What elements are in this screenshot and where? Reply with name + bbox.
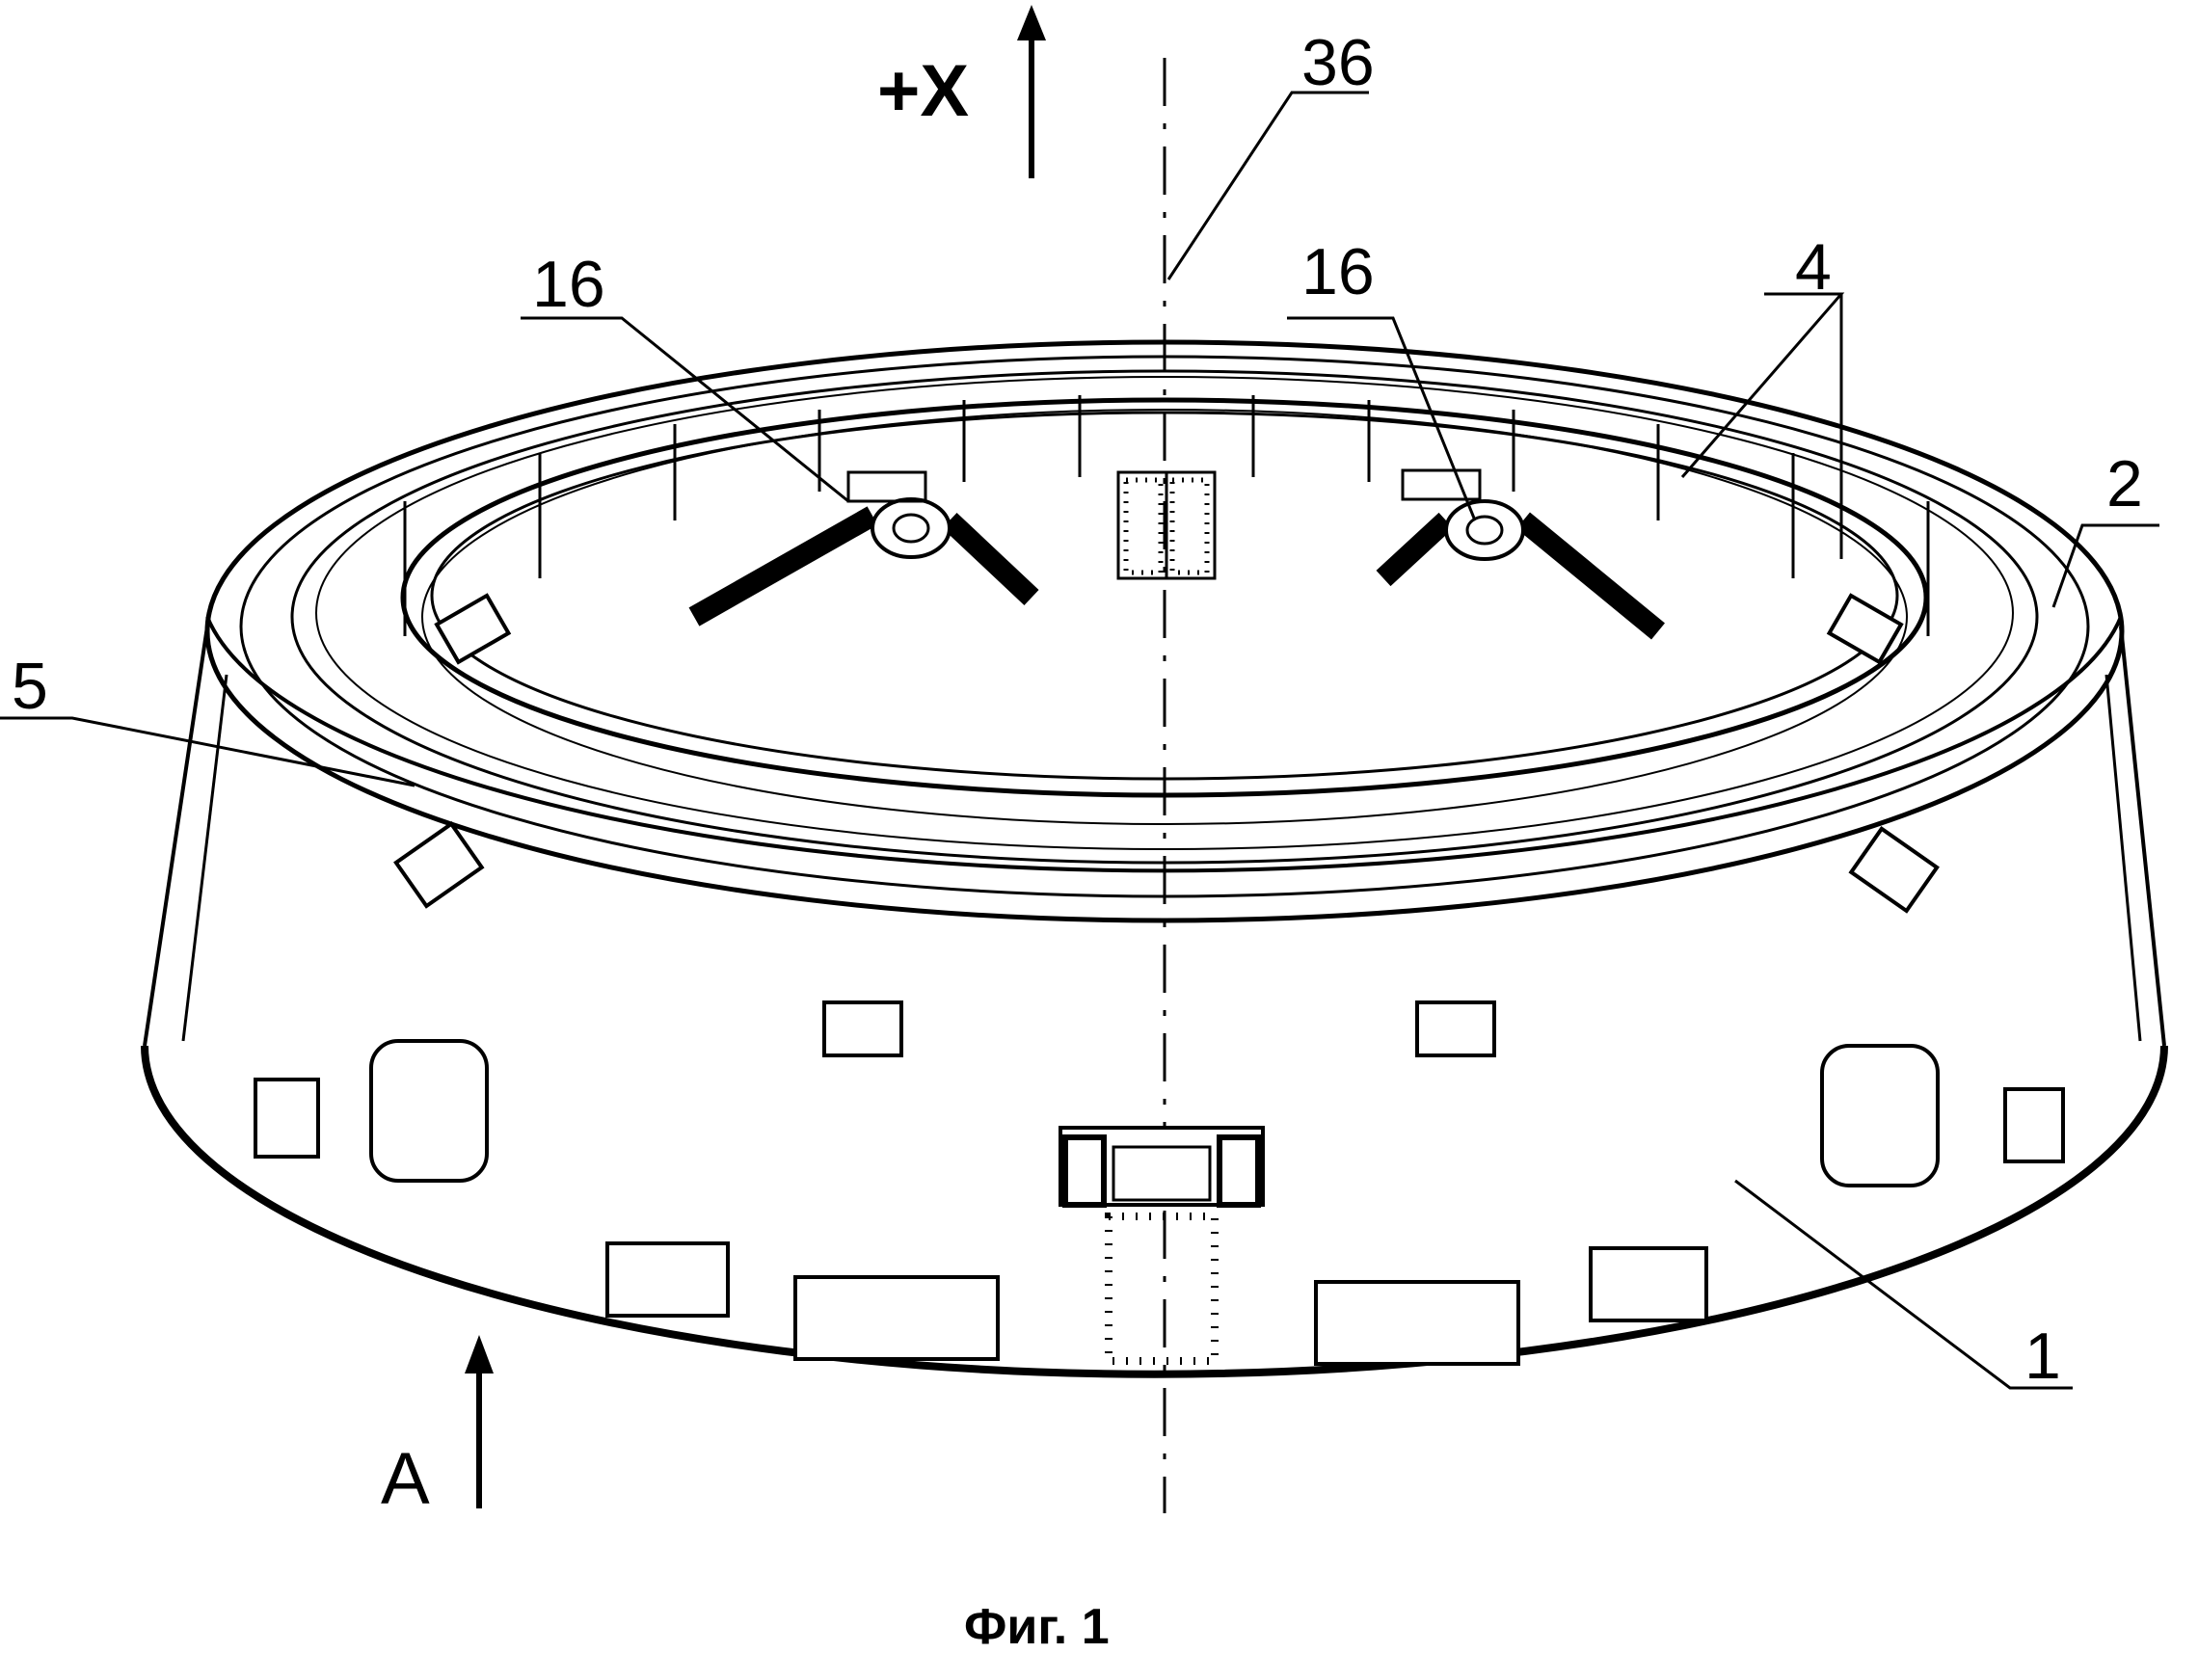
ref-label-1: 1 bbox=[2024, 1320, 2061, 1393]
top-center-panel bbox=[1116, 470, 1217, 580]
ref-label-5: 5 bbox=[12, 650, 48, 723]
shell-windows bbox=[254, 1039, 2065, 1366]
bottom-connector bbox=[1059, 1126, 1265, 1208]
leader-16-right bbox=[1287, 316, 1477, 521]
ref-label-4: 4 bbox=[1795, 230, 1832, 304]
axis-x-label: +X bbox=[877, 50, 969, 132]
leader-4 bbox=[1680, 292, 1845, 478]
ref-label-16-right: 16 bbox=[1301, 235, 1375, 308]
leader-1 bbox=[1734, 1179, 2073, 1390]
axis-x-arrow bbox=[1017, 5, 1046, 178]
ref-label-36: 36 bbox=[1301, 26, 1375, 99]
strut-assembly-left bbox=[688, 470, 1039, 627]
view-a-label: A bbox=[381, 1438, 430, 1520]
ring-fittings bbox=[393, 593, 1940, 1057]
outer-shell bbox=[141, 616, 2168, 1378]
dotted-hatch-area bbox=[1105, 1213, 1219, 1365]
inner-ring bbox=[400, 397, 1929, 825]
leader-36 bbox=[1166, 91, 1369, 280]
leader-lines bbox=[0, 91, 2159, 1390]
leader-2 bbox=[2051, 523, 2159, 608]
leader-16-left bbox=[521, 316, 849, 503]
ref-label-16-left: 16 bbox=[532, 248, 605, 321]
ref-label-2: 2 bbox=[2106, 447, 2143, 520]
top-frame-ring bbox=[204, 339, 2125, 923]
figure-caption: Фиг. 1 bbox=[964, 1599, 1110, 1655]
view-a-arrow bbox=[465, 1335, 494, 1508]
strut-assembly-right bbox=[1376, 468, 1665, 640]
leader-5 bbox=[0, 716, 415, 787]
